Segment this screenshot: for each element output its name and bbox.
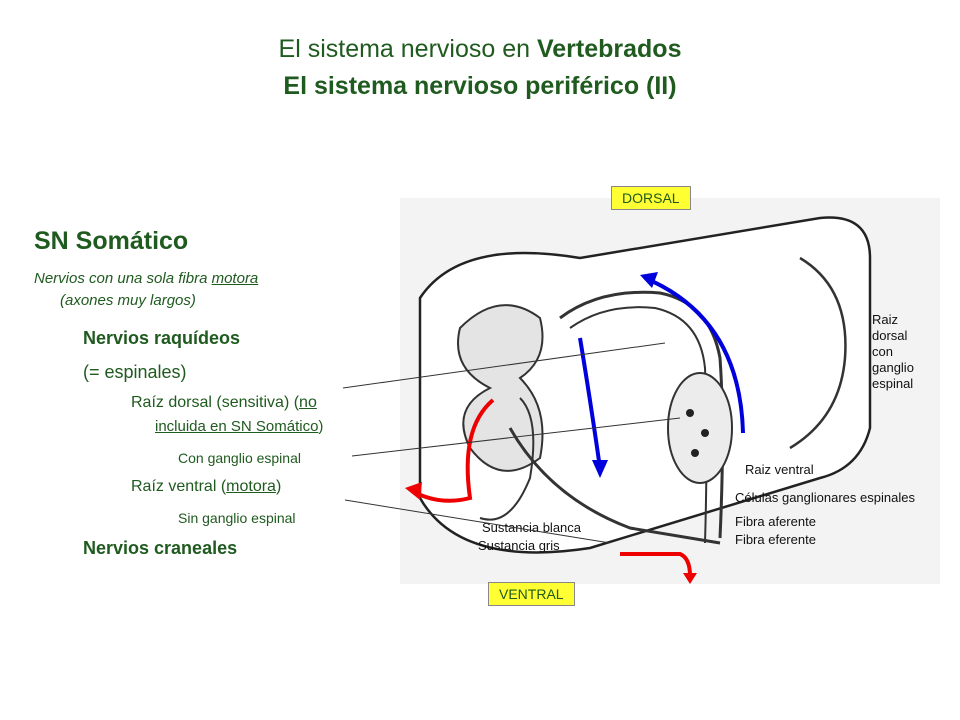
ventral-root <box>508 427 721 545</box>
nervios-raquideos: Nervios raquídeos <box>83 328 241 348</box>
con-ganglio-text: Con ganglio espinal <box>178 450 301 466</box>
raiz-dorsal-text: Raíz dorsal (sensitiva) (no <box>131 394 317 411</box>
raiz-ventral-text: Raíz ventral (motora) <box>131 478 282 495</box>
ganglion-cell <box>701 429 709 437</box>
label-raiz-dorsal: dorsal <box>872 328 908 343</box>
title-line-2: El sistema nervioso periférico (II) <box>283 72 677 100</box>
spinal-cord-diagram: Raiz dorsal con ganglio espinal Raiz ven… <box>400 198 940 584</box>
motor-arrow-right <box>620 552 692 577</box>
motor-fiber-description-cont: (axones muy largos) <box>60 292 196 309</box>
ganglion-cell <box>691 449 699 457</box>
label-raiz-ventral: Raiz ventral <box>745 462 814 477</box>
leader-line-raiz-dorsal <box>342 342 666 389</box>
spinal-cord-outline <box>418 216 872 554</box>
gray-matter <box>457 304 544 472</box>
label-sustancia-gris: Sustancia gris <box>478 538 560 553</box>
spinal-ganglion <box>667 372 733 484</box>
sensory-arrowhead-outer <box>640 272 658 288</box>
ganglion-cell <box>686 409 694 417</box>
motor-fiber-description: Nervios con una sola fibra motora <box>34 270 259 287</box>
dorsal-tag: DORSAL <box>611 186 691 210</box>
motor-arrowhead-left <box>405 482 422 500</box>
sensory-arrow-outer <box>644 276 745 434</box>
label-raiz-dorsal: espinal <box>872 376 913 391</box>
nervios-craneales: Nervios craneales <box>83 538 238 558</box>
label-fibra-eferente: Fibra eferente <box>735 532 816 547</box>
title-line-1: El sistema nervioso en Vertebrados <box>278 35 682 63</box>
cord-segment <box>789 256 847 450</box>
label-raiz-dorsal: ganglio <box>872 360 914 375</box>
sn-somatico-heading: SN Somático <box>34 227 189 255</box>
ventral-fissure <box>479 397 535 521</box>
label-raiz-dorsal: con <box>872 344 893 359</box>
sensory-arrowhead-inner <box>592 460 608 478</box>
motor-arrow-left <box>411 398 495 503</box>
sensory-arrow-inner <box>578 337 602 469</box>
label-celulas: Células ganglionares espinales <box>735 490 915 505</box>
label-raiz-dorsal: Raiz <box>872 312 898 327</box>
sin-ganglio-text: Sin ganglio espinal <box>178 510 296 526</box>
leader-line-raiz-ventral <box>344 499 611 544</box>
leader-line-ganglio <box>351 417 681 457</box>
label-fibra-aferente: Fibra aferente <box>735 514 816 529</box>
raiz-dorsal-text-cont: incluida en SN Somático) <box>155 418 324 435</box>
motor-arrowhead-right <box>683 573 697 584</box>
espinales-note: (= espinales) <box>83 362 187 382</box>
label-sustancia-blanca: Sustancia blanca <box>482 520 582 535</box>
ventral-tag: VENTRAL <box>488 582 575 606</box>
